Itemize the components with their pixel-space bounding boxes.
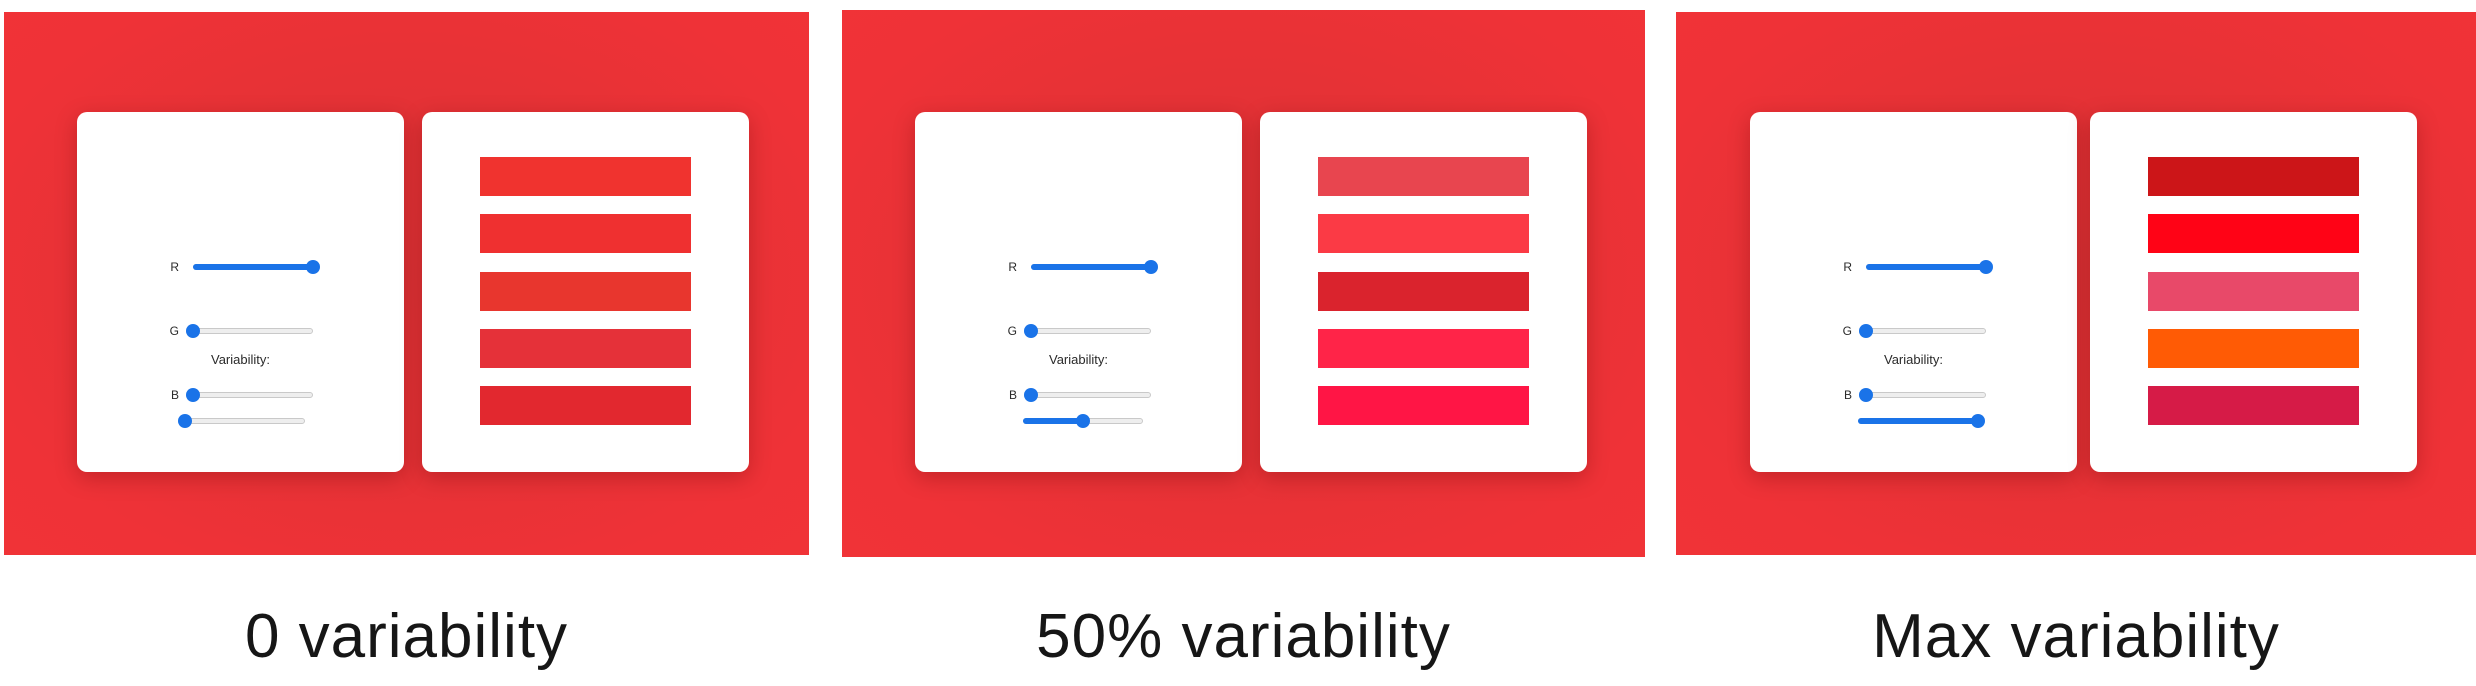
color-swatch <box>480 214 691 253</box>
slider-row-r: R <box>915 258 1242 278</box>
swatches-card <box>2090 112 2417 472</box>
slider-fill <box>1866 264 1986 270</box>
variability-slider[interactable] <box>178 414 305 428</box>
slider-fill <box>1858 418 1978 424</box>
color-swatch <box>1318 214 1529 253</box>
slider-thumb[interactable] <box>186 388 200 402</box>
r-slider[interactable] <box>1031 260 1158 274</box>
color-swatch <box>480 329 691 368</box>
controls-card: R G B <box>1750 112 2077 472</box>
slider-track <box>1866 392 1986 398</box>
slider-thumb[interactable] <box>1859 324 1873 338</box>
slider-thumb[interactable] <box>1859 388 1873 402</box>
caption-half-variability: 50% variability <box>1036 602 1451 671</box>
slider-thumb[interactable] <box>1024 388 1038 402</box>
variability-label: Variability: <box>1048 352 1108 367</box>
slider-thumb[interactable] <box>1971 414 1985 428</box>
panel-max-variability: R G B <box>1676 12 2476 555</box>
color-swatch <box>1318 157 1529 196</box>
slider-row-b: B <box>915 386 1242 406</box>
b-slider[interactable] <box>1859 388 1986 402</box>
color-swatch <box>2148 157 2359 196</box>
variability-slider[interactable] <box>1858 414 1985 428</box>
swatches-card <box>422 112 749 472</box>
slider-thumb[interactable] <box>1076 414 1090 428</box>
slider-row-r: R <box>77 258 404 278</box>
slider-row-variability <box>915 412 1242 432</box>
caption-max-variability: Max variability <box>1872 602 2280 671</box>
r-label: R <box>1843 260 1852 274</box>
slider-thumb[interactable] <box>1144 260 1158 274</box>
g-label: G <box>169 324 179 338</box>
slider-thumb[interactable] <box>178 414 192 428</box>
slider-fill <box>1023 418 1083 424</box>
slider-thumb[interactable] <box>306 260 320 274</box>
b-label: B <box>1843 388 1852 402</box>
g-slider[interactable] <box>1024 324 1151 338</box>
controls-card: R G B <box>915 112 1242 472</box>
variability-slider[interactable] <box>1023 414 1143 428</box>
slider-track <box>1866 328 1986 334</box>
color-swatch <box>2148 272 2359 311</box>
b-label: B <box>1008 388 1017 402</box>
color-swatch <box>1318 386 1529 425</box>
slider-row-b: B <box>77 386 404 406</box>
variability-label: Variability: <box>1883 352 1943 367</box>
r-label: R <box>170 260 179 274</box>
swatches-card <box>1260 112 1587 472</box>
color-swatch <box>1318 272 1529 311</box>
slider-row-g: G <box>915 322 1242 342</box>
slider-row-g: G <box>77 322 404 342</box>
r-slider[interactable] <box>193 260 320 274</box>
b-slider[interactable] <box>186 388 313 402</box>
g-slider[interactable] <box>186 324 313 338</box>
caption-zero-variability: 0 variability <box>244 602 569 671</box>
controls-card: R G B <box>77 112 404 472</box>
slider-track <box>185 418 305 424</box>
slider-row-variability <box>1750 412 2077 432</box>
slider-row-variability <box>77 412 404 432</box>
b-label: B <box>170 388 179 402</box>
slider-thumb[interactable] <box>1979 260 1993 274</box>
slider-fill <box>1031 264 1151 270</box>
panel-half-variability: R G B <box>842 10 1645 557</box>
slider-row-g: G <box>1750 322 2077 342</box>
slider-track <box>193 392 313 398</box>
r-slider[interactable] <box>1866 260 1993 274</box>
slider-row-r: R <box>1750 258 2077 278</box>
color-swatch <box>1318 329 1529 368</box>
color-swatch <box>2148 214 2359 253</box>
color-swatch <box>480 386 691 425</box>
slider-track <box>1031 392 1151 398</box>
g-slider[interactable] <box>1859 324 1986 338</box>
slider-row-b: B <box>1750 386 2077 406</box>
slider-track <box>1031 328 1151 334</box>
color-swatch <box>2148 386 2359 425</box>
slider-thumb[interactable] <box>186 324 200 338</box>
slider-fill <box>193 264 313 270</box>
g-label: G <box>1842 324 1852 338</box>
color-swatch <box>2148 329 2359 368</box>
slider-track <box>193 328 313 334</box>
panel-zero-variability: R G B <box>4 12 809 555</box>
g-label: G <box>1007 324 1017 338</box>
color-swatch <box>480 272 691 311</box>
color-swatch <box>480 157 691 196</box>
slider-thumb[interactable] <box>1024 324 1038 338</box>
r-label: R <box>1008 260 1017 274</box>
variability-label: Variability: <box>210 352 270 367</box>
b-slider[interactable] <box>1024 388 1151 402</box>
